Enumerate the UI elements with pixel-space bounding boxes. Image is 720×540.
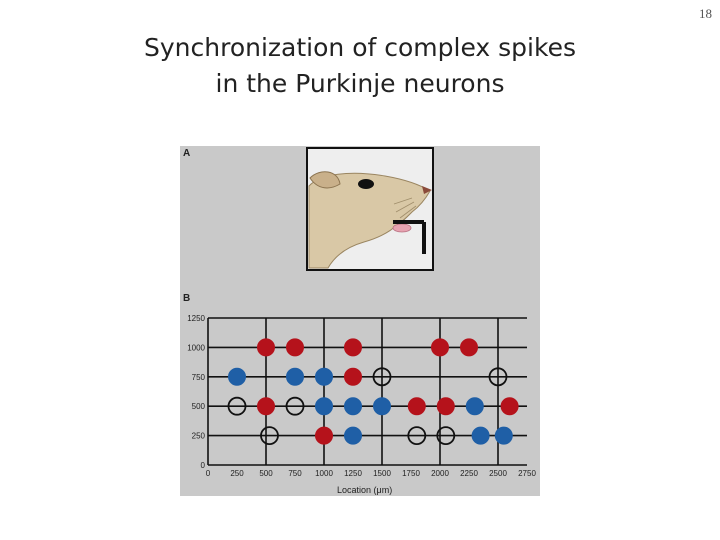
- x-tick-label: 2250: [460, 469, 478, 478]
- x-tick-label: 0: [206, 469, 211, 478]
- filled-spike-marker: [344, 426, 362, 445]
- filled-spike-marker: [344, 338, 362, 357]
- filled-spike-marker: [436, 397, 455, 416]
- filled-spike-marker: [465, 397, 484, 416]
- filled-spike-marker: [431, 338, 449, 357]
- filled-spike-marker: [344, 397, 362, 416]
- y-tick-label: 750: [192, 373, 206, 382]
- y-tick-label: 250: [192, 432, 206, 441]
- slide-title-line-2: in the Purkinje neurons: [215, 69, 505, 98]
- filled-spike-marker: [257, 338, 275, 357]
- filled-spike-marker: [286, 367, 304, 386]
- filled-spike-marker: [315, 367, 333, 386]
- slide-title-line-1: Synchronization of complex spikes: [144, 33, 576, 62]
- panel-b-label: B: [183, 293, 191, 304]
- open-spike-marker: [285, 396, 305, 416]
- open-spike-marker: [260, 426, 279, 446]
- filled-spike-marker: [471, 426, 490, 445]
- y-tick-label: 0: [201, 461, 206, 470]
- x-tick-label: 500: [259, 469, 273, 478]
- x-tick-label: 2500: [489, 469, 507, 478]
- x-tick-label: 250: [230, 469, 244, 478]
- x-tick-label: 2750: [518, 469, 536, 478]
- x-tick-label: 1250: [344, 469, 362, 478]
- y-tick-label: 1250: [187, 314, 205, 323]
- open-spike-marker: [488, 367, 508, 387]
- figure-panel: A B 0 250 500 750 1000 1250 1500 1750 2000 2250 25…: [180, 146, 540, 496]
- filled-spike-marker: [500, 397, 519, 416]
- open-spike-marker: [372, 367, 392, 387]
- x-tick-label: 1500: [373, 469, 391, 478]
- data-markers: [227, 338, 519, 446]
- filled-spike-marker: [407, 397, 426, 416]
- filled-spike-marker: [228, 367, 246, 386]
- filled-spike-marker: [315, 426, 333, 445]
- panel-a-label: A: [183, 148, 191, 159]
- open-spike-marker: [407, 426, 427, 446]
- filled-spike-marker: [494, 426, 513, 445]
- open-spike-marker: [227, 396, 247, 416]
- y-tick-label: 500: [192, 402, 206, 411]
- x-tick-label: 1000: [315, 469, 333, 478]
- y-tick-label: 1000: [187, 343, 205, 352]
- x-tick-label: 1750: [402, 469, 420, 478]
- filled-spike-marker: [257, 397, 275, 416]
- x-axis-label: Location (μm): [337, 485, 393, 495]
- slide-number: 18: [699, 6, 712, 21]
- filled-spike-marker: [344, 367, 362, 386]
- slide-title: Synchronization of complex spikes in the…: [0, 30, 720, 102]
- x-tick-label: 750: [288, 469, 302, 478]
- filled-spike-marker: [460, 338, 478, 357]
- filled-spike-marker: [286, 338, 304, 357]
- x-tick-label: 2000: [431, 469, 449, 478]
- filled-spike-marker: [373, 397, 391, 416]
- open-spike-marker: [436, 426, 456, 446]
- filled-spike-marker: [315, 397, 333, 416]
